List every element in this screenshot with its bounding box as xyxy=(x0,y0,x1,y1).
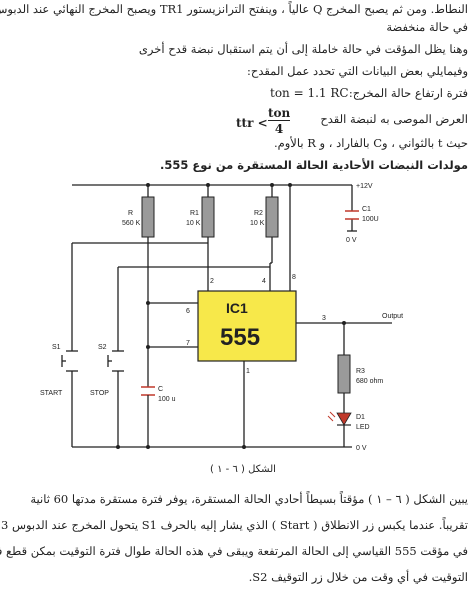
paragraph-line: تقريباً. عندما يكبس زر الانطلاق ( Start … xyxy=(0,518,468,532)
r2-name: R2 xyxy=(254,210,263,217)
supply-label: +12V xyxy=(356,183,373,190)
ic-label: IC1 xyxy=(226,300,248,316)
ton-formula: ton = 1.1 RC xyxy=(270,86,349,100)
c1-ground-label: 0 V xyxy=(346,237,357,244)
formula-label: العرض الموصى به لنبضة القدح xyxy=(320,112,468,126)
c1-name: C1 xyxy=(362,206,371,213)
r-value: 560 K xyxy=(122,220,141,227)
s1-label: START xyxy=(40,390,63,397)
r1-name: R1 xyxy=(190,210,199,217)
r3-name: R3 xyxy=(356,368,365,375)
output-label: Output xyxy=(382,313,403,320)
c1-value: 100U xyxy=(362,216,379,223)
paragraph-line: في مؤقت 555 القياسي إلى الحالة المرتفعة … xyxy=(0,544,468,558)
s2-label: STOP xyxy=(90,390,109,397)
paragraph-line: النطاط. ومن ثم يصبح المخرج Q عالياً ، وي… xyxy=(0,2,468,16)
c-name: C xyxy=(158,386,163,393)
figure-caption: الشكل ( ٦ - ١ ) xyxy=(210,464,276,475)
fraction-numerator: ton xyxy=(268,106,291,121)
ic-555-chip xyxy=(197,290,297,362)
paragraph-line: وهنا يظل المؤقت في حالة خاملة إلى أن يتم… xyxy=(138,42,468,56)
led-d1 xyxy=(327,411,352,439)
d1-value: LED xyxy=(356,424,370,431)
paragraph-line: يبين الشكل ( ٦ – ١ ) مؤقتاً بسيطاً أحادي… xyxy=(30,492,468,506)
ic-number: 555 xyxy=(220,324,260,351)
pin-7: 7 xyxy=(186,340,190,347)
paragraph-line: حيث t بالثواني ، وC بالفاراد ، و R بالأو… xyxy=(273,136,468,150)
pin-1: 1 xyxy=(246,368,250,375)
d1-name: D1 xyxy=(356,414,365,421)
pin-2: 2 xyxy=(210,278,214,285)
circuit-diagram: +12V 0 V Output R 560 K R1 10 K R2 10 K … xyxy=(40,183,403,452)
stop-switch-s2 xyxy=(107,339,124,379)
r2-value: 10 K xyxy=(250,220,265,227)
resistor-r3 xyxy=(337,354,351,394)
c-value: 100 u xyxy=(158,396,176,403)
r-name: R xyxy=(128,210,133,217)
start-switch-s1 xyxy=(61,339,78,379)
pin-4: 4 xyxy=(262,278,266,285)
ttr-formula-lhs: ttr < xyxy=(236,116,268,130)
r1-value: 10 K xyxy=(186,220,201,227)
resistor-r2 xyxy=(265,196,279,238)
s2-name: S2 xyxy=(98,344,107,351)
s1-name: S1 xyxy=(52,344,61,351)
resistor-r xyxy=(141,196,155,238)
pin-6: 6 xyxy=(186,308,190,315)
pin-8: 8 xyxy=(292,274,296,281)
paragraph-line: في حالة منخفضة xyxy=(386,20,468,34)
resistor-r1 xyxy=(201,196,215,238)
section-heading: مولدات النبضات الأحادية الحالة المستقرة … xyxy=(160,158,468,172)
ground-label: 0 V xyxy=(356,445,367,452)
r3-value: 680 ohm xyxy=(356,378,383,385)
paragraph-line: وفيمايلي بعض البيانات التي تحدد عمل المق… xyxy=(247,64,468,78)
fraction-denominator: 4 xyxy=(274,122,284,136)
paragraph-line: التوقيت في أي وقت من خلال زر التوقيف S2. xyxy=(248,570,468,584)
pin-3: 3 xyxy=(322,315,326,322)
formula-label: فترة ارتفاع حالة المخرج: xyxy=(348,86,468,100)
